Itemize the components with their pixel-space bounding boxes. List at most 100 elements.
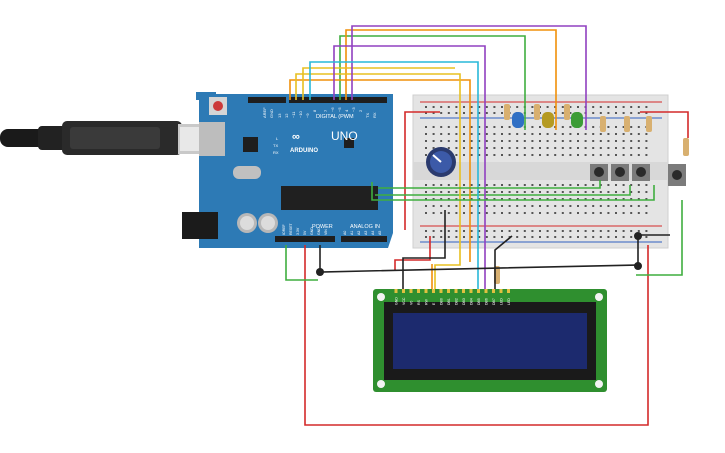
lcd-pin-1[interactable] <box>394 289 398 293</box>
pin-gnd2-label: GND <box>310 227 314 235</box>
lcd-pin-label: RW <box>425 299 429 305</box>
model-label: UNO <box>331 129 358 143</box>
lcd-pin-label: DB2 <box>455 298 459 305</box>
lcd-pin-2[interactable] <box>402 289 405 293</box>
wire-orange-1 <box>345 29 557 130</box>
wire-red-loop <box>304 245 649 426</box>
digital-header <box>289 97 387 103</box>
push-button-3[interactable] <box>632 164 650 181</box>
lcd-pin-label: LED <box>500 298 504 305</box>
lcd-pin-5[interactable] <box>424 289 428 293</box>
wire-green-right <box>636 200 683 276</box>
potentiometer[interactable] <box>426 147 456 177</box>
lcd-pin-label: VCC <box>402 297 406 305</box>
wire-green-mid2 <box>378 180 601 189</box>
lcd-pin-label: LED <box>507 298 511 305</box>
resistor-5[interactable] <box>624 116 630 132</box>
led-rx-label: RX <box>273 150 279 155</box>
pin-10-label: ~10 <box>298 110 303 118</box>
resistor-1[interactable] <box>504 104 510 120</box>
pin-a4-label: A4 <box>371 231 375 235</box>
arduino-logo-mark: ∞ <box>292 131 300 143</box>
resistor-3[interactable] <box>564 104 570 120</box>
lcd-pin-label: DB4 <box>470 298 474 305</box>
pin-2-label: 2 <box>358 109 363 112</box>
lcd-pin-label: DB0 <box>440 298 444 305</box>
lcd-pin-label: DB5 <box>477 298 481 305</box>
pin-13-label: 13 <box>277 113 282 118</box>
lcd-pin-4[interactable] <box>417 289 420 293</box>
wire-purple-1 <box>351 25 587 130</box>
analog-label: ANALOG IN <box>350 224 380 230</box>
resistor-2[interactable] <box>534 104 540 120</box>
pin-gnd3-label: GND <box>317 227 321 235</box>
wires <box>285 25 689 426</box>
wire-orange-2 <box>289 79 471 262</box>
lcd-pin-3[interactable] <box>409 289 413 293</box>
pin-5-label: ~5 <box>337 107 342 112</box>
yellow-led[interactable] <box>542 112 554 128</box>
atmega-chip <box>281 186 378 210</box>
lcd-pin-label: DB3 <box>462 298 466 305</box>
wire-yellow-2 <box>302 67 455 100</box>
arduino-uno-board[interactable]: ∞ ARDUINO UNO DIGITAL (PWM POWER ANALOG … <box>182 92 393 248</box>
lcd-pin-7[interactable] <box>439 289 443 293</box>
wire-junction-left <box>316 268 324 276</box>
lcd-pin-16[interactable] <box>507 289 510 293</box>
lcd-pin-11[interactable] <box>469 289 473 293</box>
pin-a3-label: A3 <box>364 231 368 235</box>
lcd-pin-label: V0 <box>410 301 414 305</box>
wire-green-mid3 <box>371 182 655 201</box>
lcd-pin-15[interactable] <box>499 289 503 293</box>
pin-ioref-label: IOREF <box>282 224 286 235</box>
resistor-6[interactable] <box>646 116 652 132</box>
pin-reset-label: RESET <box>289 222 293 235</box>
lcd-pin-9[interactable] <box>454 289 458 293</box>
pin-rx-label: RX <box>372 112 377 118</box>
wire-red-right <box>640 111 689 138</box>
pin-12-label: 12 <box>284 113 289 118</box>
pin-a2-label: A2 <box>357 231 361 235</box>
wire-junction-top <box>634 232 642 240</box>
push-button-1[interactable] <box>590 164 608 181</box>
wire-purple-2 <box>333 45 486 290</box>
usb-cable <box>0 121 218 155</box>
pin-3v3-label: 3.3V <box>296 227 300 235</box>
power-jack <box>182 212 218 239</box>
resistor-7[interactable] <box>683 138 689 156</box>
lcd-pin-13[interactable] <box>484 289 488 293</box>
wire-red-lcd <box>394 236 431 270</box>
lcd-pin-12[interactable] <box>477 289 480 293</box>
pin-3-label: ~3 <box>351 107 356 112</box>
pin-5v-label: 5V <box>303 230 307 235</box>
wire-green-left <box>285 245 318 281</box>
pin-a5-label: A5 <box>378 231 382 235</box>
wire-cyan-1 <box>309 61 479 290</box>
lcd-pin-label: RS <box>417 299 421 305</box>
brand-label: ARDUINO <box>290 148 318 154</box>
header-top-left <box>248 97 286 103</box>
lcd-pin-label: DB6 <box>485 298 489 305</box>
lcd-pin-label: DB7 <box>492 298 496 305</box>
pin-9-label: ~9 <box>305 113 310 118</box>
blue-led[interactable] <box>512 112 524 128</box>
pin-8-label: 8 <box>312 109 317 112</box>
resistor-4[interactable] <box>600 116 606 132</box>
usb-port <box>199 122 225 156</box>
lcd-pin-label: DB1 <box>447 298 451 305</box>
power-header <box>275 236 335 242</box>
lcd-pin-14[interactable] <box>492 289 495 293</box>
lcd-pin-10[interactable] <box>462 289 465 293</box>
green-led[interactable] <box>571 112 583 128</box>
pin-a1-label: A1 <box>350 231 354 235</box>
push-button-2[interactable] <box>611 164 629 181</box>
lcd-pin-8[interactable] <box>447 289 450 293</box>
pin-tx-label: TX <box>365 113 370 118</box>
push-button-4[interactable] <box>668 164 686 186</box>
power-label: POWER <box>312 224 333 230</box>
wire-red-top <box>404 111 440 230</box>
lcd-pin-6[interactable] <box>432 289 435 293</box>
